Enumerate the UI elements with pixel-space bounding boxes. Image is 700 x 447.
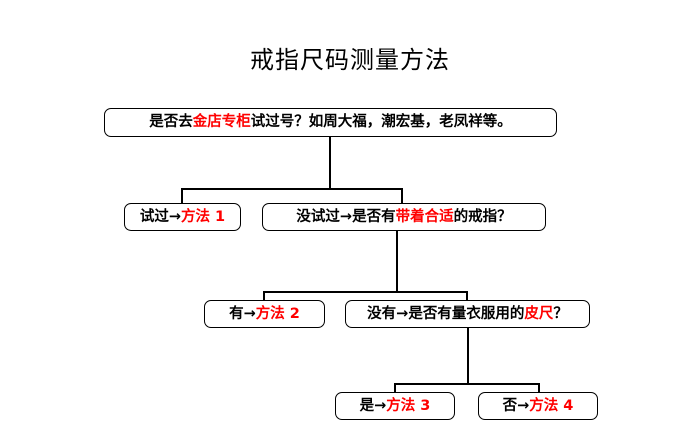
edge-to-a2 xyxy=(263,291,265,302)
edge-q3-stem xyxy=(467,327,469,384)
edge-level2-bus xyxy=(263,291,468,293)
node-q2[interactable]: 没试过→是否有带着合适的戒指？ xyxy=(262,203,546,231)
edge-to-a1 xyxy=(181,188,183,204)
node-a4[interactable]: 否→方法 4 xyxy=(478,392,598,420)
edge-to-a3 xyxy=(394,383,396,393)
edge-level1-bus xyxy=(181,188,403,190)
edge-to-q2 xyxy=(401,188,403,204)
node-a3-label: 是→方法 3 xyxy=(359,397,431,414)
node-a4-label: 否→方法 4 xyxy=(502,397,574,414)
node-q1[interactable]: 是否去金店专柜试过号？如周大福，潮宏基，老凤祥等。 xyxy=(104,108,557,137)
page-title: 戒指尺码测量方法 xyxy=(250,46,450,74)
node-q2-label: 没试过→是否有带着合适的戒指？ xyxy=(296,208,512,225)
node-q3-label: 没有→是否有量衣服用的皮尺？ xyxy=(367,305,568,322)
node-a3[interactable]: 是→方法 3 xyxy=(335,392,455,420)
edge-q2-stem xyxy=(396,230,398,292)
edge-level3-bus xyxy=(394,383,540,385)
node-a2[interactable]: 有→方法 2 xyxy=(204,300,325,328)
edge-to-a4 xyxy=(538,383,540,393)
edge-q1-stem xyxy=(329,136,331,189)
node-q3[interactable]: 没有→是否有量衣服用的皮尺？ xyxy=(345,300,590,328)
node-q1-label: 是否去金店专柜试过号？如周大福，潮宏基，老凤祥等。 xyxy=(149,114,512,131)
node-a1[interactable]: 试过→方法 1 xyxy=(124,203,241,231)
node-a2-label: 有→方法 2 xyxy=(229,305,300,322)
edge-to-q3 xyxy=(466,291,468,302)
node-a1-label: 试过→方法 1 xyxy=(139,208,226,225)
